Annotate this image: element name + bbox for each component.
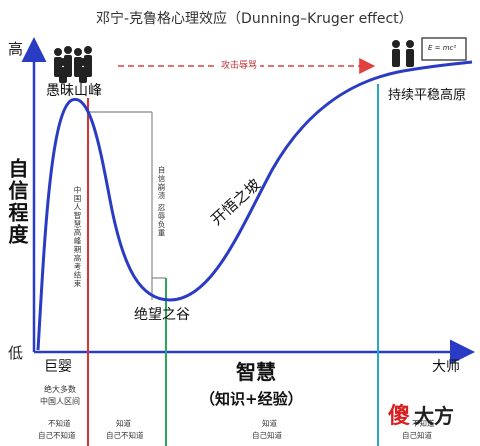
stage-2-line1: 知道: [116, 419, 131, 428]
peak-label: 愚昧山峰: [46, 83, 102, 99]
attack-arrow-label: 攻击辱骂: [218, 58, 261, 71]
red-line-note: 中国人智慧高峰期高考结束: [73, 186, 82, 288]
stage-3-line2: 自己知道: [252, 431, 282, 440]
plateau-label: 持续平稳高原: [388, 88, 467, 103]
x-axis-title: 智慧: [236, 360, 276, 384]
watermark-text: 大方: [414, 404, 454, 428]
stage-3-line1: 知道: [262, 419, 277, 428]
crowd-icon: [54, 46, 92, 83]
formula-text: E = mc²: [428, 44, 457, 52]
majority-note-line1: 绝大多数: [44, 385, 76, 394]
confidence-curve: [36, 60, 473, 351]
stage-4-line2: 自己知道: [402, 431, 432, 440]
x-axis-subtitle: （知识+经验）: [200, 390, 303, 408]
watermark-char: 傻: [388, 404, 411, 429]
scientists-icon: [392, 40, 414, 67]
x-axis-end-label: 大师: [432, 359, 460, 375]
stage-4-line1: 不知道: [412, 419, 435, 428]
majority-note-line2: 中国人区间: [40, 397, 80, 406]
gray-line-note: 自信崩溃 忍辱负重: [157, 166, 166, 238]
y-axis-high-label: 高: [8, 40, 24, 58]
stage-1-line1: 不知道: [48, 419, 71, 428]
y-axis-low-label: 低: [8, 344, 24, 362]
valley-label: 绝望之谷: [134, 307, 190, 323]
stage-2-line2: 自己不知道: [106, 431, 144, 440]
y-axis-title: 自信程度: [5, 158, 29, 246]
x-axis-start-label: 巨婴: [44, 359, 72, 375]
diagram-title: 邓宁-克鲁格心理效应（Dunning–Kruger effect）: [96, 11, 413, 27]
stage-1-line2: 自己不知道: [38, 431, 76, 440]
blackboard-icon: [421, 37, 467, 61]
